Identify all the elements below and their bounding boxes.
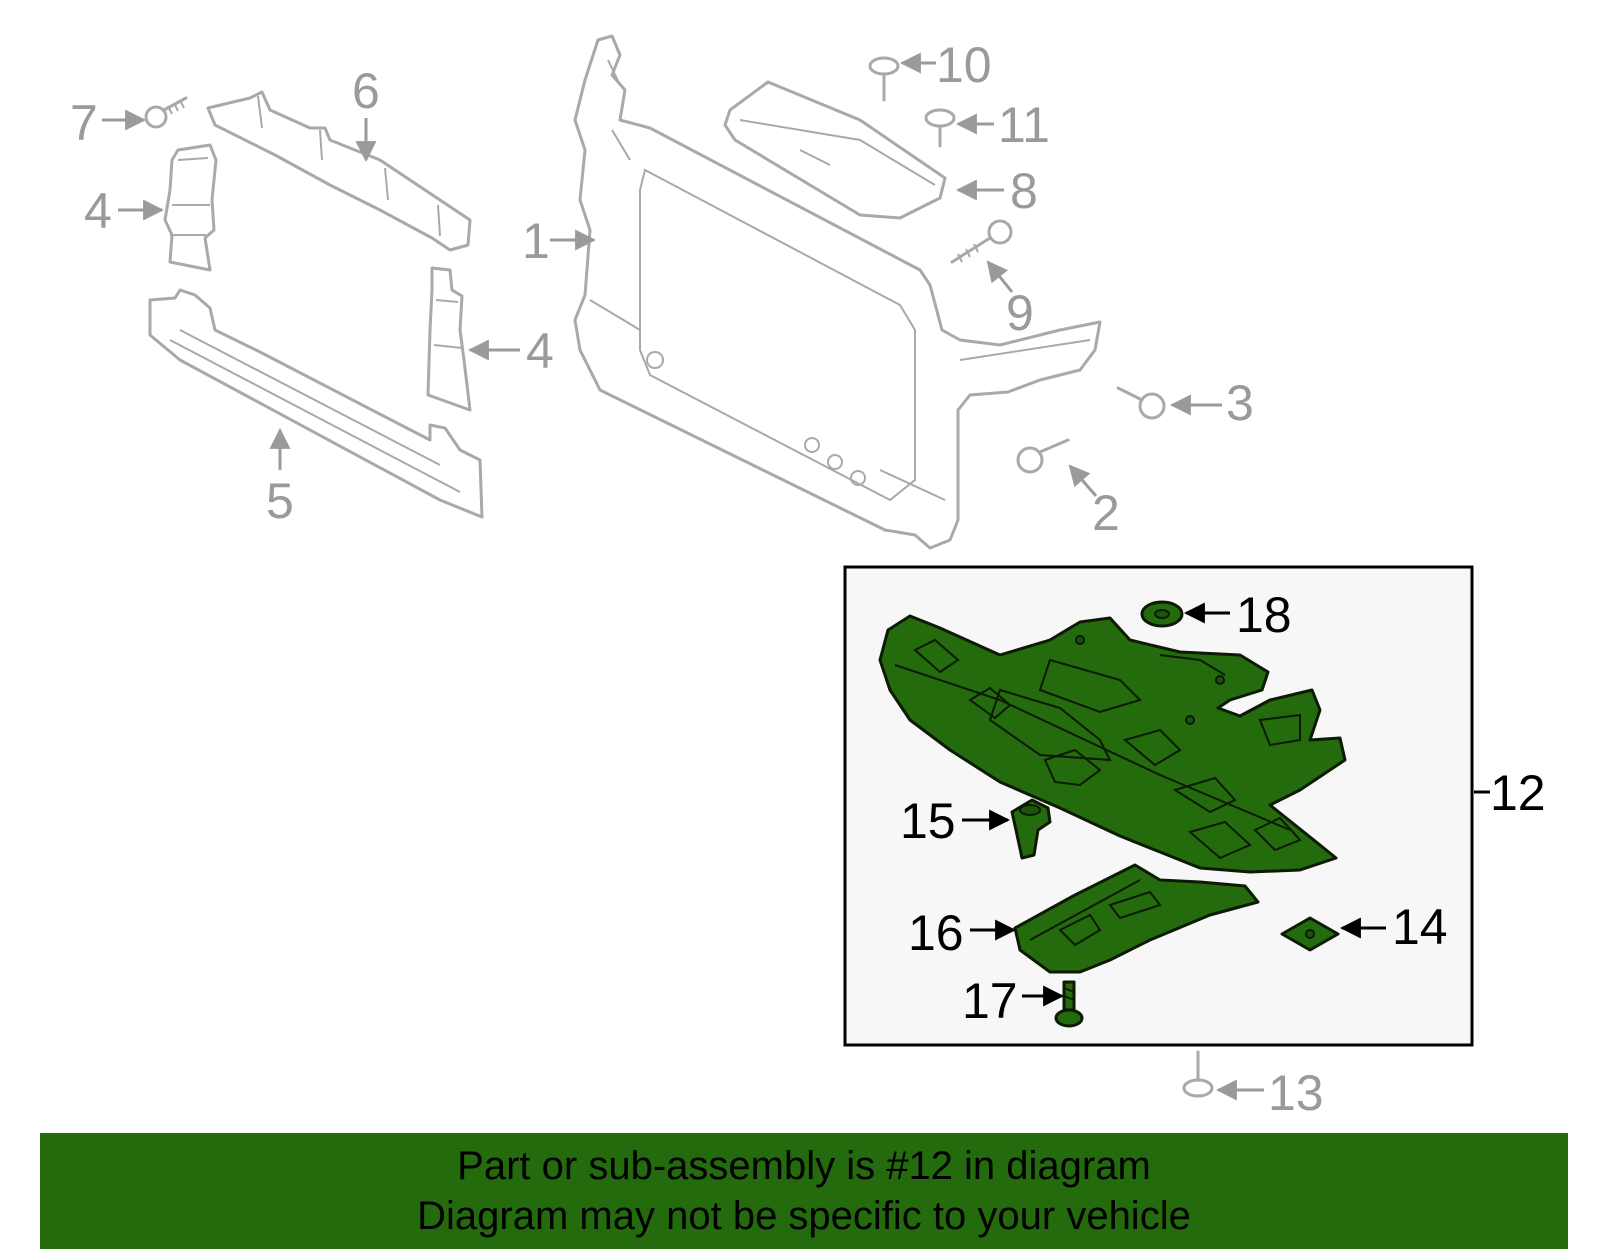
svg-text:18: 18 [1236,587,1292,643]
svg-text:6: 6 [352,63,380,119]
svg-text:17: 17 [962,973,1018,1029]
callout-16: 16 [908,905,1017,961]
info-banner: Part or sub-assembly is #12 in diagram D… [40,1133,1568,1249]
callout-4b: 4 [467,323,554,379]
svg-text:7: 7 [70,95,98,151]
callout-17: 17 [962,973,1065,1029]
svg-text:9: 9 [1006,285,1034,341]
svg-text:5: 5 [266,473,294,529]
callout-7: 7 [70,95,147,151]
svg-text:8: 8 [1010,163,1038,219]
svg-text:15: 15 [900,793,956,849]
part-11-bolt [924,108,956,148]
callout-1: 1 [522,213,597,269]
banner-line-1: Part or sub-assembly is #12 in diagram [457,1144,1151,1188]
part-8-upper-cover [723,80,947,220]
svg-text:4: 4 [84,183,112,239]
callout-15: 15 [900,793,1011,849]
callout-14: 14 [1339,899,1448,955]
callout-8: 8 [955,163,1038,219]
part-17-bolt [1054,980,1084,1028]
part-3-bolt [1116,386,1166,420]
part-4-right-air-guide [426,266,472,412]
svg-text:1: 1 [522,213,550,269]
svg-text:4: 4 [526,323,554,379]
part-16-splash-shield [1013,863,1260,974]
part-6-upper-air-guide [206,90,472,252]
part-10-bolt [868,56,900,102]
svg-text:2: 2 [1092,485,1120,541]
svg-text:11: 11 [998,97,1050,153]
callout-6: 6 [352,63,380,163]
banner-line-2: Diagram may not be specific to your vehi… [417,1194,1191,1238]
svg-text:16: 16 [908,905,964,961]
part-2-bolt [1016,438,1070,474]
svg-text:3: 3 [1226,375,1254,431]
callout-18: 18 [1183,587,1292,643]
callout-5: 5 [266,427,294,529]
part-14-clip [1280,916,1340,952]
part-9-bolt [950,219,1013,264]
svg-text:12: 12 [1490,765,1546,821]
part-18-grommet [1140,600,1184,628]
callout-9: 9 [986,260,1034,341]
part-5-lower-air-guide [148,288,484,519]
svg-text:10: 10 [936,37,992,93]
svg-text:14: 14 [1392,899,1448,955]
part-7-bolt [144,96,188,129]
part-12-under-cover [878,614,1347,874]
part-13-bolt [1182,1050,1214,1098]
callout-3: 3 [1169,375,1254,431]
part-1-radiator-support [573,34,1102,550]
callout-10: 10 [899,37,992,93]
callout-13: 13 [1215,1065,1324,1121]
part-4-left-air-guide [163,143,218,272]
callout-4a: 4 [84,183,165,239]
callout-2: 2 [1068,464,1120,541]
callout-12: 12 [1474,765,1546,821]
callout-11: 11 [955,97,1050,153]
part-15-clip [1010,798,1052,860]
svg-text:13: 13 [1268,1065,1324,1121]
